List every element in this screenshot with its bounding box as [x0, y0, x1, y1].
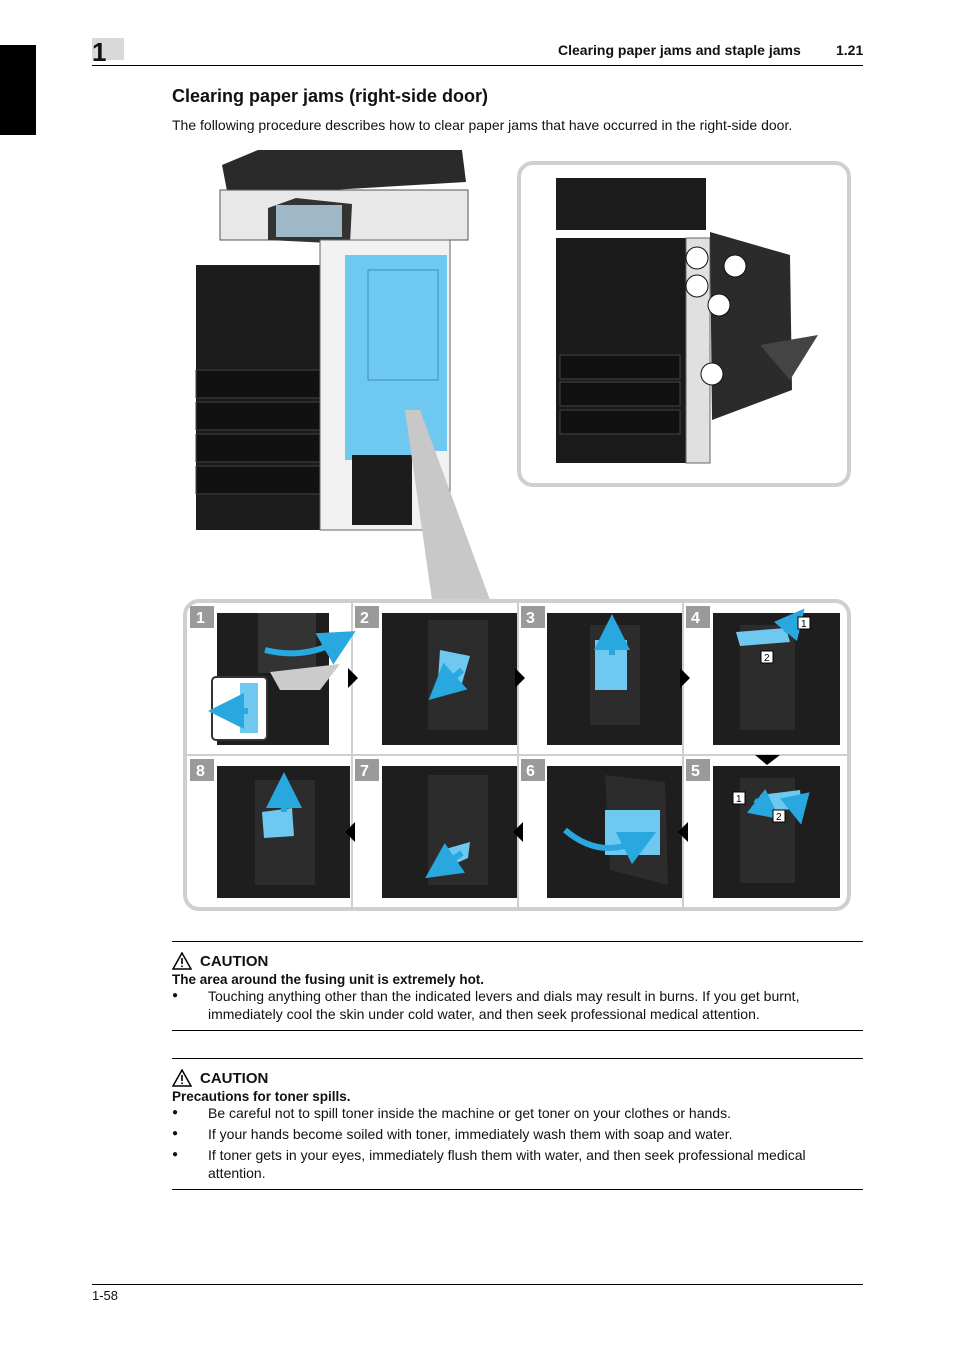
- caution-1-title: CAUTION: [200, 952, 269, 970]
- step-panel-2: [382, 613, 517, 745]
- running-header-section: 1.21: [836, 42, 864, 58]
- caution-1-bottom-rule: [172, 1030, 863, 1031]
- step-badge-8: 8: [196, 763, 205, 780]
- step-panel-3: [547, 613, 682, 745]
- step-panel-4: [713, 608, 840, 745]
- step-badge-3: 3: [526, 610, 535, 627]
- chapter-number: 1: [92, 37, 107, 67]
- caution-2-title: CAUTION: [200, 1069, 269, 1087]
- step-panel-6: [547, 766, 682, 898]
- warning-triangle-icon: [172, 952, 192, 970]
- caution-1-lead: The area around the fusing unit is extre…: [172, 972, 485, 987]
- caution-block-2: CAUTION Precautions for toner spills. Be…: [172, 1069, 863, 1182]
- caution-2-item-2: If your hands become soiled with toner, …: [172, 1125, 863, 1143]
- step-badge-7: 7: [360, 763, 369, 780]
- caution-2-item-1: Be careful not to spill toner inside the…: [172, 1104, 863, 1122]
- step-badge-1: 1: [196, 610, 205, 627]
- section-title: Clearing paper jams (right-side door): [172, 86, 489, 106]
- step-panel-1: [208, 613, 356, 745]
- jam-clearing-illustration: 1 2 3 4 8 7 6 5 1 2 1 2: [183, 150, 851, 911]
- caution-block-1: CAUTION The area around the fusing unit …: [172, 952, 863, 1023]
- caution-2-top-rule: [172, 1058, 863, 1059]
- step-badge-5: 5: [691, 763, 700, 780]
- page-number: 1-58: [92, 1288, 119, 1303]
- caution-1-top-rule: [172, 941, 863, 942]
- substep-label-4a: 1: [801, 619, 807, 630]
- caution-2-item-3: If toner gets in your eyes, immediately …: [172, 1146, 863, 1182]
- caution-1-item-1: Touching anything other than the indicat…: [172, 987, 863, 1023]
- chapter-number-box: [92, 38, 124, 60]
- step-badge-2: 2: [360, 610, 369, 627]
- printer-main-illustration: [195, 150, 469, 531]
- step-panel-7: [382, 766, 517, 898]
- chapter-side-tab: [0, 45, 36, 135]
- caution-2-bottom-rule: [172, 1189, 863, 1190]
- caution-2-lead: Precautions for toner spills.: [172, 1089, 351, 1104]
- substep-label-4b: 2: [764, 653, 770, 664]
- inset-printer-illustration: [556, 178, 818, 464]
- intro-text: The following procedure describes how to…: [172, 117, 793, 133]
- running-header-title: Clearing paper jams and staple jams: [558, 42, 801, 58]
- step-panel-5: [713, 766, 840, 898]
- substep-label-5a: 1: [736, 794, 742, 805]
- footer-rule: [92, 1284, 863, 1285]
- step-badge-6: 6: [526, 763, 535, 780]
- step-panel-8: [217, 766, 350, 898]
- substep-label-5b: 2: [776, 812, 782, 823]
- header-rule: [92, 65, 863, 66]
- step-badge-4: 4: [691, 610, 700, 627]
- warning-triangle-icon: [172, 1069, 192, 1087]
